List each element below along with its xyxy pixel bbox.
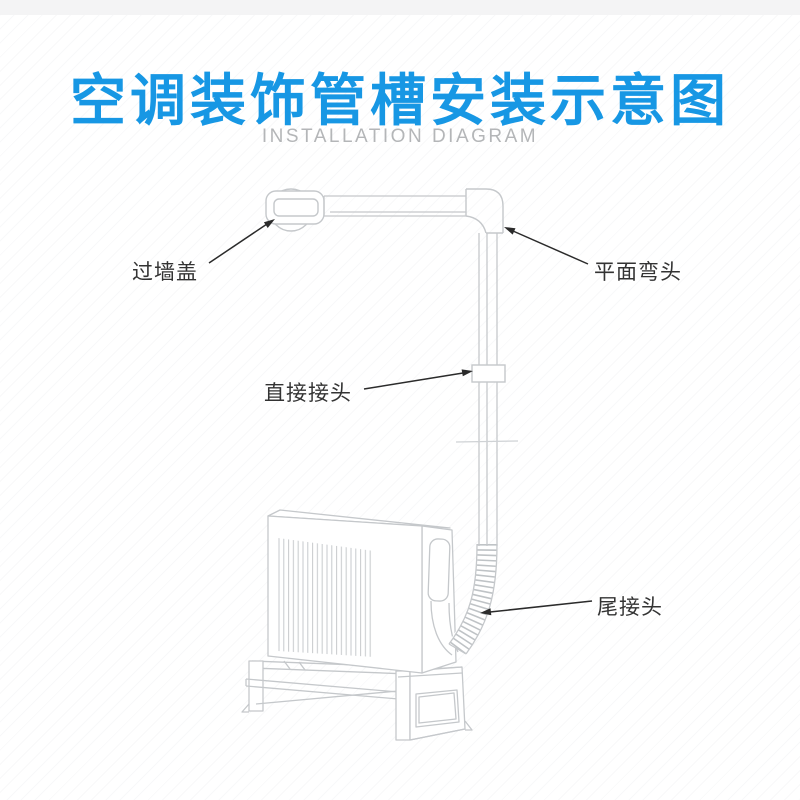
label-flat-elbow: 平面弯头 (594, 261, 682, 284)
label-straight-connector: 直接接头 (264, 382, 352, 405)
leader-straight-connector (363, 369, 473, 390)
arrowhead-tail-connector (480, 608, 492, 616)
vertical-duct (478, 233, 498, 546)
leader-flat-elbow (504, 227, 589, 265)
leader-wall-cover (208, 219, 275, 264)
label-wall-cover: 过墙盖 (132, 261, 198, 284)
horizontal-duct (323, 195, 466, 217)
top-gray-strip (0, 0, 800, 15)
corrugated-tail-duct (448, 543, 498, 656)
page-subtitle: INSTALLATION DIAGRAM (261, 126, 539, 147)
straight-connector-drawing (471, 364, 506, 383)
leader-tail-connector (480, 600, 593, 616)
arrowhead-straight-connector (461, 369, 473, 377)
flat-elbow-drawing (465, 188, 504, 234)
label-tail-connector: 尾接头 (597, 596, 663, 619)
wall-cover-drawing (265, 188, 325, 232)
section-cut-line (455, 440, 519, 443)
outdoor-unit (267, 509, 459, 674)
arrowhead-wall-cover (263, 219, 275, 228)
arrowhead-flat-elbow (504, 227, 516, 235)
page-title: 空调装饰管槽安装示意图 (70, 69, 730, 132)
mounting-stand (241, 660, 473, 741)
